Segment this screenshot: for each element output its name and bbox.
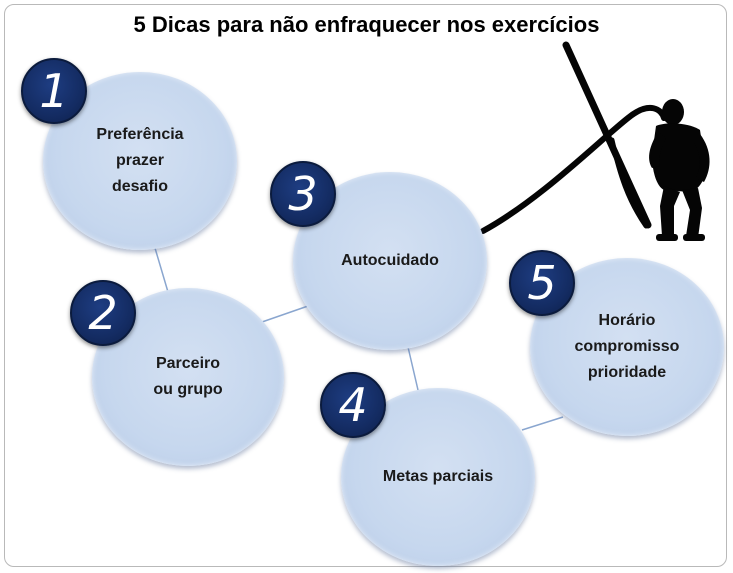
tip-4-number-badge: 4 — [320, 372, 386, 438]
tip-2-text: Parceiro ou grupo — [153, 355, 223, 398]
connector-3-4 — [407, 346, 419, 391]
tip-1-text: Preferência prazer desafio — [96, 126, 184, 195]
tip-1-number: 1 — [39, 64, 69, 118]
tip-3-number-badge: 3 — [270, 161, 336, 227]
tip-1-number-badge: 1 — [21, 58, 87, 124]
tip-2-number-badge: 2 — [70, 280, 136, 346]
tip-3-text: Autocuidado — [341, 252, 439, 269]
athlete-silhouette-icon — [480, 41, 710, 241]
tip-3-number: 3 — [288, 167, 318, 221]
tip-5-number-badge: 5 — [509, 250, 575, 316]
tip-2-number: 2 — [88, 286, 118, 340]
page-title: 5 Dicas para não enfraquecer nos exercíc… — [133, 12, 600, 37]
tip-5-text: Horário compromisso prioridade — [574, 312, 680, 381]
connector-1-2 — [154, 247, 169, 293]
tip-4-text: Metas parciais — [382, 468, 494, 485]
tip-4-bubble: Metas parciais — [341, 388, 535, 566]
tip-5-number: 5 — [527, 256, 557, 310]
connector-2-3 — [261, 305, 309, 323]
tip-4-number: 4 — [338, 378, 368, 432]
connector-4-5 — [521, 416, 564, 431]
